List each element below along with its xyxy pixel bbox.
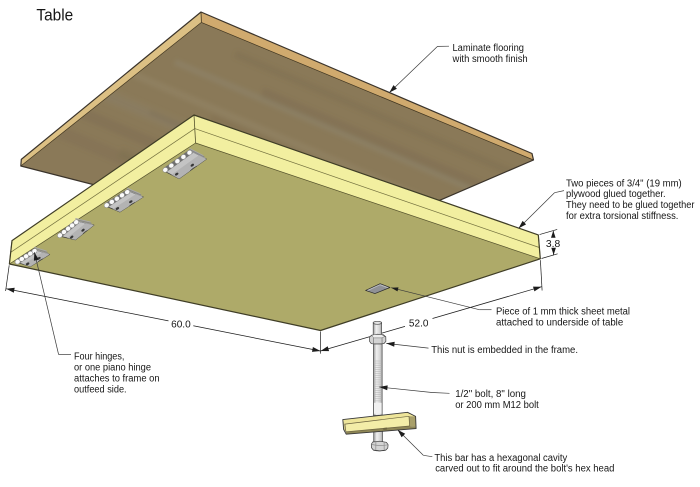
svg-text:52.0: 52.0 <box>409 318 429 329</box>
svg-text:Two pieces of 3/4" (19 mm): Two pieces of 3/4" (19 mm) <box>566 178 682 189</box>
svg-text:outfeed side.: outfeed side. <box>74 384 127 395</box>
svg-text:for extra torsional stiffness.: for extra torsional stiffness. <box>566 211 678 222</box>
svg-text:plywood glued together.: plywood glued together. <box>566 189 666 200</box>
svg-text:with smooth finish: with smooth finish <box>452 54 528 65</box>
svg-text:60.0: 60.0 <box>171 320 191 331</box>
svg-text:attached to underside of table: attached to underside of table <box>496 317 624 328</box>
svg-text:1/2" bolt, 8" long: 1/2" bolt, 8" long <box>455 389 526 400</box>
svg-text:This bar has a hexagonal cavit: This bar has a hexagonal cavity <box>434 453 567 464</box>
svg-text:They need to be glued together: They need to be glued together <box>566 200 695 211</box>
svg-text:Piece of 1 mm thick sheet meta: Piece of 1 mm thick sheet metal <box>496 307 630 318</box>
svg-text:attaches to frame on: attaches to frame on <box>74 374 160 385</box>
svg-text:Four hinges,: Four hinges, <box>74 352 124 363</box>
svg-text:or one piano hinge: or one piano hinge <box>74 363 151 374</box>
svg-text:3.8: 3.8 <box>546 239 561 250</box>
svg-text:Table: Table <box>36 6 73 25</box>
svg-text:carved out to fit around the b: carved out to fit around the bolt's hex … <box>435 464 614 475</box>
svg-text:or 200 mm M12 bolt: or 200 mm M12 bolt <box>455 400 539 411</box>
svg-text:Laminate flooring: Laminate flooring <box>453 43 525 54</box>
svg-text:This nut is embedded in the fr: This nut is embedded in the frame. <box>431 345 578 356</box>
